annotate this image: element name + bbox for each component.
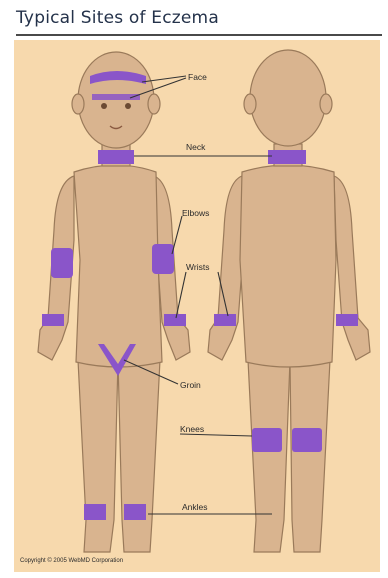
back-right-knee-patch — [292, 428, 322, 452]
back-neck-patch — [268, 150, 306, 164]
back-right-wrist-patch — [336, 314, 358, 326]
labels: Face Neck Elbows Wrists Groin Knees Ankl… — [180, 72, 209, 512]
front-left-leg — [78, 360, 118, 552]
label-knees: Knees — [180, 424, 204, 434]
back-torso — [240, 165, 336, 367]
copyright-notice: Copyright © 2005 WebMD Corporation — [20, 558, 123, 564]
label-ankles: Ankles — [182, 502, 208, 512]
label-groin: Groin — [180, 380, 201, 390]
front-neck-patch — [98, 150, 134, 164]
front-left-elbow-patch — [51, 248, 73, 278]
front-torso — [74, 165, 162, 367]
label-wrists: Wrists — [186, 262, 209, 272]
label-elbows: Elbows — [182, 208, 209, 218]
front-right-elbow-patch — [152, 244, 174, 274]
front-left-ankle-patch — [84, 504, 106, 520]
front-right-leg — [118, 360, 160, 552]
back-right-arm — [334, 176, 370, 360]
back-left-knee-patch — [252, 428, 282, 452]
back-figure — [208, 50, 370, 552]
back-left-wrist-patch — [214, 314, 236, 326]
back-head — [250, 50, 326, 146]
front-right-wrist-patch — [164, 314, 186, 326]
back-right-leg — [290, 360, 330, 552]
label-neck: Neck — [186, 142, 206, 152]
label-face: Face — [188, 72, 207, 82]
back-left-arm — [208, 176, 244, 360]
front-right-ankle-patch — [124, 504, 146, 520]
back-left-leg — [248, 360, 290, 552]
front-left-wrist-patch — [42, 314, 64, 326]
front-figure — [38, 52, 190, 552]
